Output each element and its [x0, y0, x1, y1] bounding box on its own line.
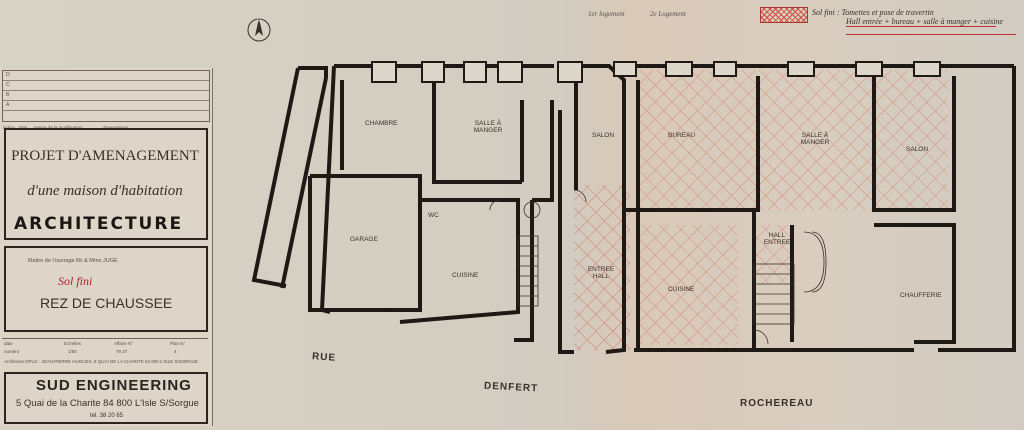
room-chambre: CHAMBRE — [365, 120, 398, 127]
header-indice: indice — [3, 125, 15, 130]
meta-affaire-label: Affaire N° — [114, 341, 134, 346]
legend-hatch-swatch — [760, 7, 808, 23]
header-observations: observations — [102, 125, 129, 130]
floor-plan — [251, 61, 1016, 354]
level-label: REZ DE CHAUSSEE — [40, 295, 173, 311]
firm-tel: tel. 38 20 65 — [90, 413, 124, 419]
logement2-label: 2e Logement — [650, 10, 686, 18]
room-salle-manger-1: SALLE À MANGER — [473, 120, 503, 134]
meta-echelle-value: 1/50 — [68, 349, 77, 354]
legend-line2: Hall entrée + bureau + salle à manger + … — [846, 17, 1003, 26]
north-arrow-icon: N — [247, 18, 271, 42]
hatch-cuisine — [638, 225, 738, 345]
revision-row: D — [3, 71, 209, 81]
street-rochereau: ROCHEREAU — [740, 398, 814, 409]
discipline-label: ARCHITECTURE — [14, 214, 184, 234]
room-hall-entree-1: ENTREE HALL — [587, 266, 615, 280]
room-hall-entree-2: HALL ENTREE — [763, 232, 791, 246]
level-box — [4, 246, 208, 332]
project-title-box — [4, 128, 208, 240]
meta-architect: Architecte DPLG : JEAN-PIERRE HUGUES, 5 … — [4, 359, 199, 364]
legend-underline — [846, 26, 996, 27]
street-rue: RUE — [311, 351, 337, 364]
legend-line1: Tomettes et pose de travertin — [841, 8, 934, 17]
project-title-line1: PROJET D'AMENAGEMENT — [11, 148, 199, 164]
firm-name: SUD ENGINEERING — [36, 377, 192, 394]
legend-title: Sol fini — [58, 274, 93, 288]
meta-date-label: date — [4, 341, 13, 346]
header-nature: nature de la modification — [33, 125, 83, 130]
logement1-label: 1er logement — [588, 10, 625, 18]
room-wc: WC — [428, 212, 439, 219]
window — [371, 61, 397, 83]
hatch-hall-entree — [754, 225, 792, 285]
legend-label: Sol fini : Tomettes et pose de travertin — [812, 8, 934, 17]
revision-table: D C B A indice date nature de la modific… — [2, 70, 210, 130]
hatch-hall — [574, 185, 630, 350]
firm-box — [4, 372, 208, 424]
room-garage: GARAGE — [350, 236, 378, 243]
room-bureau: BUREAU — [668, 132, 696, 139]
hatch-bureau-salle — [638, 70, 948, 210]
client-label: Maitre de l'ouvrage Mr & Mme JUGE — [28, 258, 118, 264]
room-cuisine-1: CUISINE — [452, 272, 479, 279]
meta-numero-label: numéro — [4, 349, 20, 354]
meta-row: date numéro Echelles 1/50 Affaire N° 79 … — [2, 338, 208, 367]
wall — [298, 66, 328, 78]
revision-row: A — [3, 101, 209, 111]
legend-underline-2 — [846, 34, 1016, 35]
header-date: date — [18, 125, 28, 130]
revision-row: B — [3, 91, 209, 101]
room-chaufferie: CHAUFFERIE — [900, 292, 942, 299]
revision-row: C — [3, 81, 209, 91]
firm-address: 5 Quai de la Charite 84 800 L'Isle S/Sor… — [16, 398, 199, 409]
room-cuisine-2: CUISINE — [668, 286, 695, 293]
north-label: N — [257, 19, 261, 25]
legend-label-text: Sol fini : — [812, 8, 840, 17]
room-salon-1: SALON — [592, 132, 615, 139]
meta-affaire-value: 79 37 — [116, 349, 128, 354]
revision-headers: indice date nature de la modification ob… — [3, 125, 128, 130]
room-salon-2: SALON — [906, 146, 929, 153]
meta-echelle-label: Echelles — [64, 341, 82, 346]
meta-plan-label: Plan N° — [170, 341, 186, 346]
meta-plan-value: 4 — [174, 349, 177, 354]
project-title-line2: d'une maison d'habitation — [27, 183, 183, 199]
room-salle-manger-2: SALLE À MANGER — [800, 132, 830, 146]
